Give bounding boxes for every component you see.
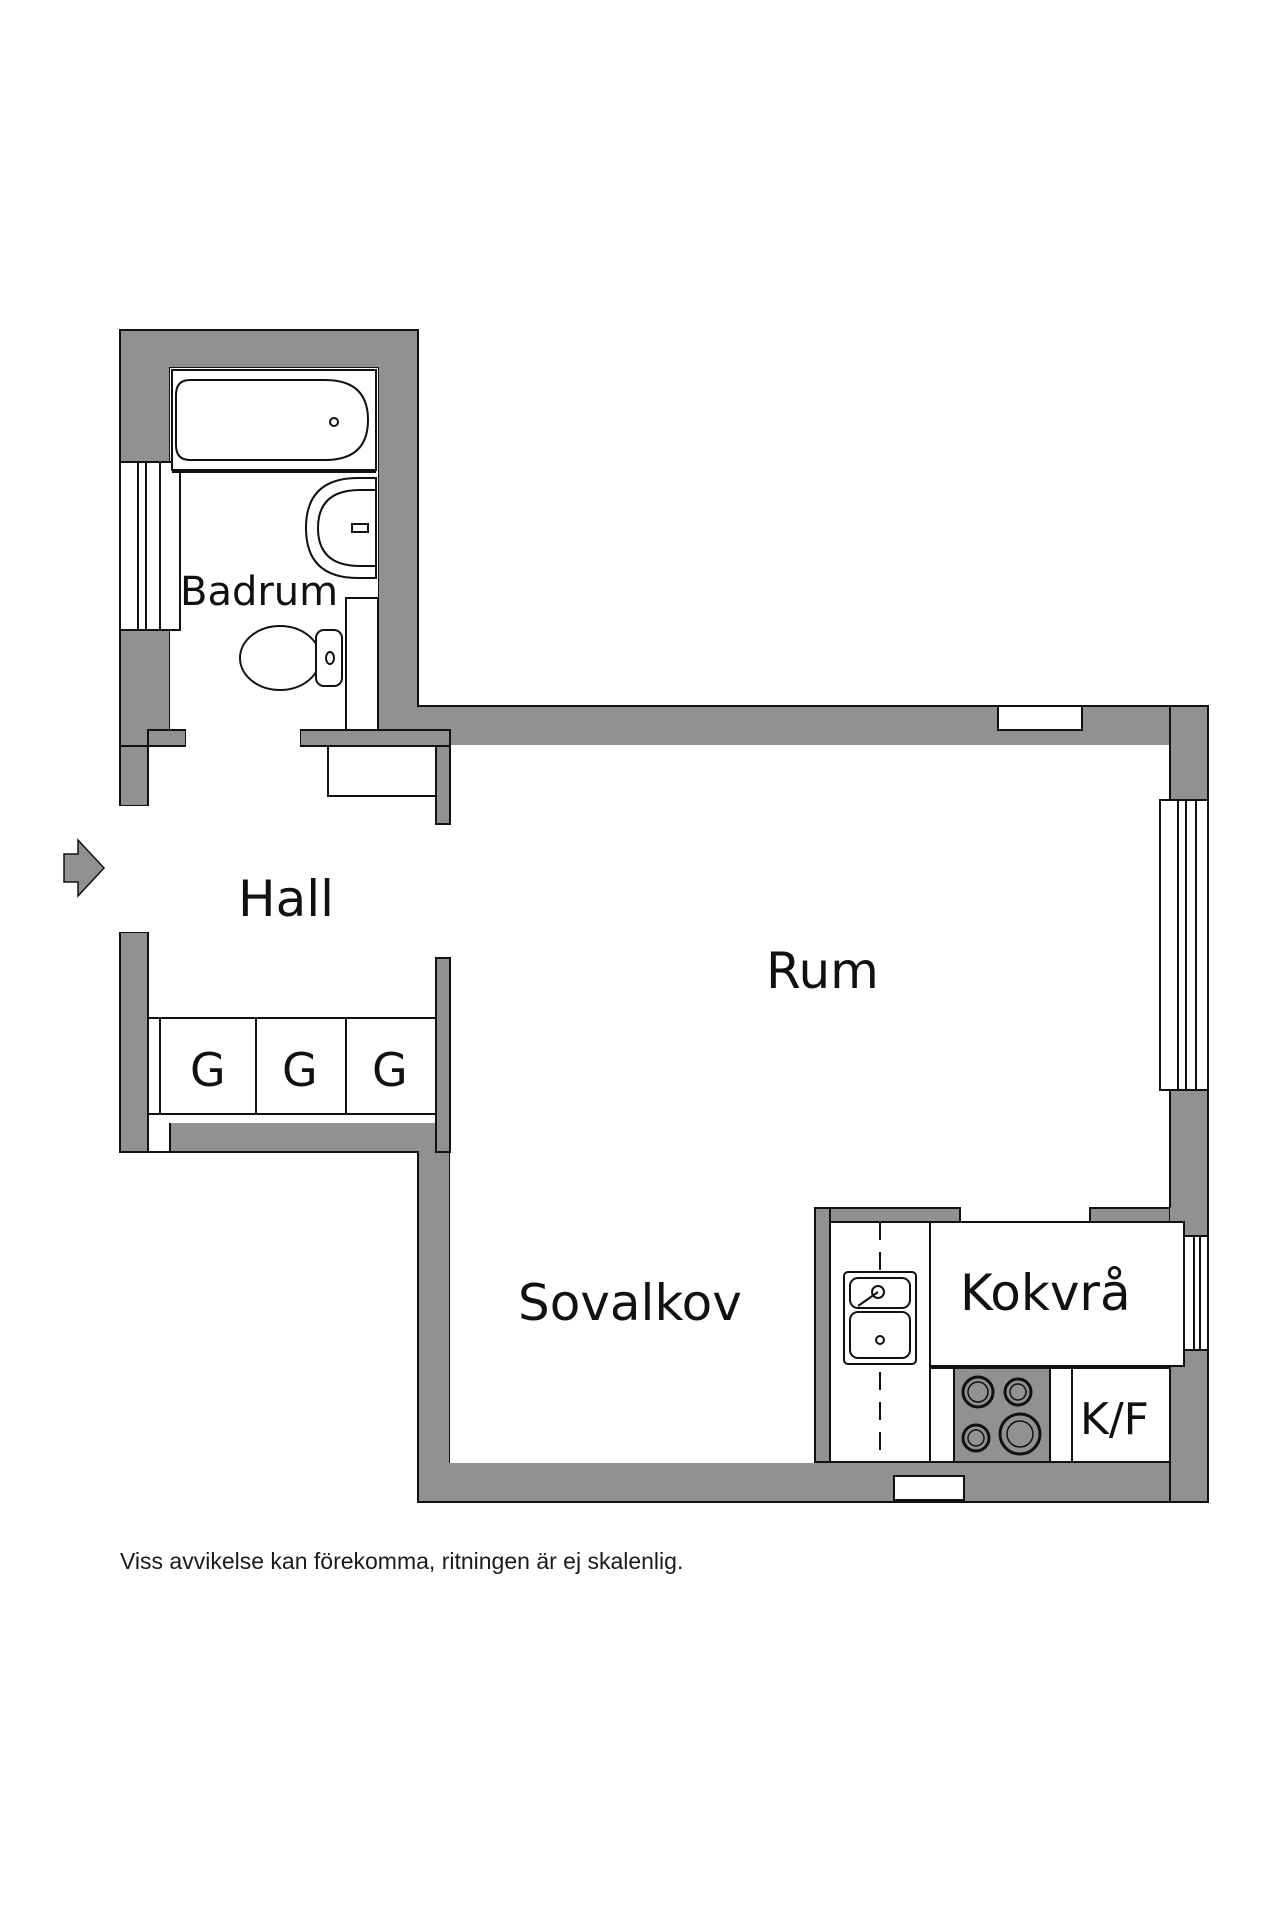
corridor-opening [186, 728, 300, 748]
kitchen-sink-icon [843, 1271, 917, 1365]
closet-label: G [282, 1043, 318, 1097]
toilet-icon [239, 625, 343, 691]
stove-icon [953, 1367, 1051, 1463]
hall-left-wall-top [119, 745, 149, 807]
bathroom-bottom-wall-left [147, 729, 187, 747]
room-label-kokvra: Kokvrå [960, 1264, 1131, 1322]
partition-hall-rum-bottom [435, 957, 451, 1153]
partition-kitchen-left [814, 1207, 831, 1463]
window-bathroom [119, 461, 181, 631]
window-kitchen-right [1183, 1235, 1209, 1351]
fridge-freezer-label: K/F [1080, 1394, 1149, 1445]
entrance-opening [118, 806, 150, 932]
partition-kitchen-top-right [1089, 1207, 1171, 1223]
bathroom-bottom-wall-right [299, 729, 451, 747]
closet-label: G [190, 1043, 226, 1097]
window-rum-top [997, 705, 1083, 731]
closet-row [147, 1017, 437, 1115]
room-label-badrum: Badrum [180, 569, 338, 615]
hall-cabinet [327, 745, 437, 797]
hall-left-wall-bottom [119, 931, 149, 1153]
rum-floor [450, 745, 1170, 1207]
room-label-rum: Rum [766, 942, 879, 1000]
counter-right [929, 1367, 1171, 1463]
partition-hall-rum-top [435, 745, 451, 825]
bathroom-cabinet [345, 597, 379, 731]
washbasin-icon [304, 477, 377, 579]
window-rum-right [1159, 799, 1209, 1091]
room-label-hall: Hall [238, 870, 334, 928]
partition-kitchen-top-left [814, 1207, 961, 1223]
closet-label: G [372, 1043, 408, 1097]
entrance-arrow-icon [63, 838, 106, 898]
room-label-sovalkov: Sovalkov [518, 1274, 742, 1332]
disclaimer-text: Viss avvikelse kan förekomma, ritningen … [120, 1548, 684, 1574]
window-kitchen-bottom [893, 1475, 965, 1501]
kokvra-floor [930, 1222, 1184, 1366]
bathtub-icon [171, 369, 377, 473]
kokvra-outline [929, 1221, 1185, 1367]
